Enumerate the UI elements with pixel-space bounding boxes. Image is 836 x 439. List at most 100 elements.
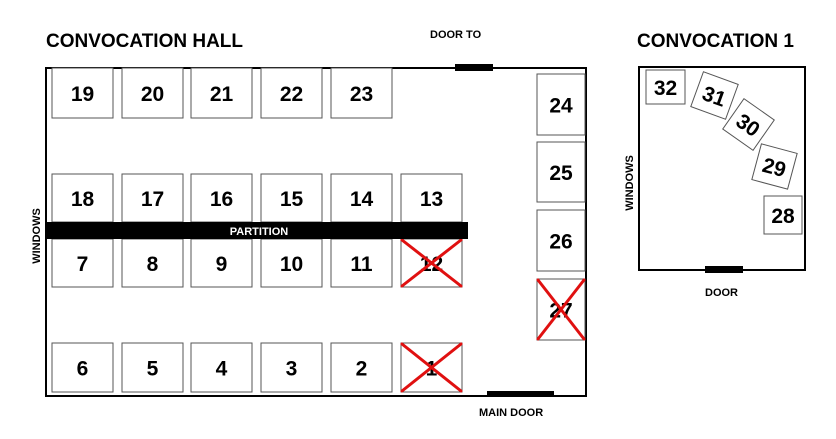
- table-number: 24: [549, 95, 573, 118]
- table-18: 18: [51, 173, 114, 223]
- table-12: 12: [400, 238, 463, 288]
- table-box: [690, 71, 739, 120]
- table-box: [190, 173, 253, 223]
- table-29: 29: [751, 143, 798, 190]
- table-23: 23: [330, 67, 393, 119]
- table-22: 22: [260, 67, 323, 119]
- table-box: [51, 238, 114, 288]
- table-6: 6: [51, 342, 114, 393]
- table-9: 9: [190, 238, 253, 288]
- cross-mark: [400, 342, 463, 393]
- table-number: 26: [549, 231, 572, 254]
- table-30: 30: [722, 98, 775, 151]
- table-25: 25: [536, 141, 586, 203]
- partition-label: PARTITION: [230, 226, 289, 238]
- table-21: 21: [190, 67, 253, 119]
- table-3: 3: [260, 342, 323, 393]
- table-number: 16: [210, 188, 233, 211]
- table-box: [190, 67, 253, 119]
- table-box: [260, 342, 323, 393]
- cross-mark: [536, 278, 586, 341]
- table-number: 18: [71, 188, 95, 211]
- table-10: 10: [260, 238, 323, 288]
- table-box: [121, 67, 184, 119]
- table-number: 6: [77, 358, 89, 381]
- table-number: 23: [350, 83, 373, 106]
- table-number: 10: [280, 253, 303, 276]
- table-number: 4: [216, 358, 228, 381]
- table-box: [751, 143, 798, 190]
- hall-title: CONVOCATION HALL: [46, 31, 243, 52]
- table-box: [400, 173, 463, 223]
- table-box: [536, 73, 586, 136]
- table-13: 13: [400, 173, 463, 223]
- table-number: 5: [147, 358, 159, 381]
- room1-door: [705, 266, 743, 273]
- table-box: [51, 67, 114, 119]
- room1-title: CONVOCATION 1: [637, 31, 794, 52]
- table-number: 19: [71, 83, 94, 106]
- table-1: 1: [400, 342, 463, 393]
- table-17: 17: [121, 173, 184, 223]
- table-box: [121, 342, 184, 393]
- table-box: [330, 67, 393, 119]
- table-box: [121, 238, 184, 288]
- table-box: [260, 238, 323, 288]
- door-top-label: DOOR TO: [430, 29, 482, 41]
- table-20: 20: [121, 67, 184, 119]
- table-28: 28: [763, 195, 803, 235]
- table-box: [645, 69, 686, 105]
- table-box: [536, 209, 586, 272]
- table-number: 25: [549, 162, 573, 185]
- table-5: 5: [121, 342, 184, 393]
- table-number: 9: [216, 253, 228, 276]
- table-number: 15: [280, 188, 304, 211]
- hall-tables: 1920212223241817161514132578910111226276…: [51, 67, 586, 393]
- table-19: 19: [51, 67, 114, 119]
- table-box: [536, 141, 586, 203]
- table-31: 31: [690, 71, 739, 120]
- table-27: 27: [536, 278, 586, 341]
- table-24: 24: [536, 73, 586, 136]
- table-4: 4: [190, 342, 253, 393]
- table-box: [121, 173, 184, 223]
- table-number: 20: [141, 83, 164, 106]
- table-14: 14: [330, 173, 393, 223]
- table-box: [260, 67, 323, 119]
- table-number: 32: [654, 77, 677, 100]
- table-box: [260, 173, 323, 223]
- table-number: 17: [141, 188, 164, 211]
- table-number: 28: [771, 205, 795, 228]
- table-number: 22: [280, 83, 303, 106]
- table-number: 3: [286, 358, 298, 381]
- table-32: 32: [645, 69, 686, 105]
- cross-mark: [400, 238, 463, 288]
- table-number: 7: [77, 253, 89, 276]
- table-box: [330, 173, 393, 223]
- door-top: [455, 64, 493, 71]
- table-number: 11: [350, 253, 373, 276]
- table-number: 13: [420, 188, 443, 211]
- table-11: 11: [330, 238, 393, 288]
- table-number: 21: [210, 83, 234, 106]
- table-2: 2: [330, 342, 393, 393]
- table-15: 15: [260, 173, 323, 223]
- table-16: 16: [190, 173, 253, 223]
- table-box: [722, 98, 775, 151]
- table-number: 2: [356, 358, 368, 381]
- table-7: 7: [51, 238, 114, 288]
- main-door-label: MAIN DOOR: [479, 407, 543, 419]
- main-door: [487, 391, 554, 397]
- table-box: [190, 238, 253, 288]
- table-26: 26: [536, 209, 586, 272]
- table-box: [330, 342, 393, 393]
- room1-door-label: DOOR: [705, 287, 738, 299]
- partition-wall: [46, 222, 468, 239]
- table-box: [51, 342, 114, 393]
- table-8: 8: [121, 238, 184, 288]
- room1-windows-label: WINDOWS: [624, 155, 636, 211]
- table-box: [763, 195, 803, 235]
- table-number: 14: [350, 188, 374, 211]
